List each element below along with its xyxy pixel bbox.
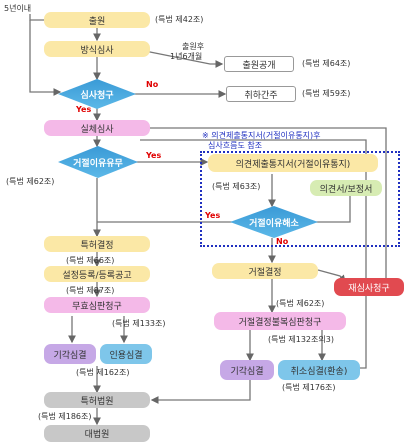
node-patent-court: 특허법원 <box>44 392 150 408</box>
node-registration: 설정등록/등록공고 <box>44 266 150 282</box>
label-no-removed: No <box>276 237 289 246</box>
five-years-note: 5년이내 <box>4 4 32 13</box>
node-dismissal-1: 기각심결 <box>44 344 96 364</box>
label-art64: (특법 제64조) <box>302 59 351 68</box>
node-substantive-exam: 실체심사 <box>44 120 150 136</box>
node-opinion-notice: 의견제출통지서(거절이유통지) <box>208 154 378 172</box>
label-art132: (특법 제132조의3) <box>268 335 334 344</box>
node-refusal: 거절결정 <box>212 263 318 279</box>
node-reexam: 재심사청구 <box>334 278 404 296</box>
node-grant: 특허결정 <box>44 236 150 252</box>
label-art162: (특법 제162조) <box>76 368 130 377</box>
label-art176: (특법 제176조) <box>282 383 336 392</box>
node-supreme-court: 대법원 <box>44 425 150 442</box>
node-dismissal-2: 기각심결 <box>220 360 274 380</box>
label-art87: (특법 제87조) <box>66 286 115 295</box>
node-formality-exam: 방식심사 <box>44 41 150 57</box>
node-application: 출원 <box>44 12 150 28</box>
note-line1: ※ 의견제출통지서(거절이유통지)후 <box>202 131 321 140</box>
note-line2: 심사흐름도 참조 <box>208 141 263 150</box>
node-invalidation: 무효심판청구 <box>44 297 150 313</box>
node-citation: 인용심결 <box>100 344 152 364</box>
label-art59: (특법 제59조) <box>302 89 351 98</box>
node-opinion-written: 의견서/보정서 <box>310 180 382 196</box>
label-yes-exam: Yes <box>76 105 92 114</box>
label-art42: (특법 제42조) <box>155 15 204 24</box>
label-art186: (특법 제186조) <box>38 412 92 421</box>
label-art66: (특법 제66조) <box>66 256 115 265</box>
label-art133: (특법 제133조) <box>112 319 166 328</box>
label-no-exam: No <box>146 80 159 89</box>
node-cancel-decision: 취소심결(환송) <box>278 360 360 380</box>
label-art62a: (특법 제62조) <box>6 177 55 186</box>
label-art63: (특법 제63조) <box>212 182 261 191</box>
label-yes-reason: Yes <box>146 151 162 160</box>
node-publication: 출원공개 <box>224 56 294 72</box>
label-after-18m-1: 출원후 <box>182 42 205 51</box>
node-refusal-appeal: 거절결정불복심판청구 <box>214 312 346 330</box>
node-withdrawal: 취하간주 <box>226 86 296 102</box>
label-art62b: (특법 제62조) <box>276 299 325 308</box>
label-after-18m-2: 1년6개월 <box>170 52 203 61</box>
label-yes-removed: Yes <box>205 211 221 220</box>
dashed-region <box>200 151 400 247</box>
